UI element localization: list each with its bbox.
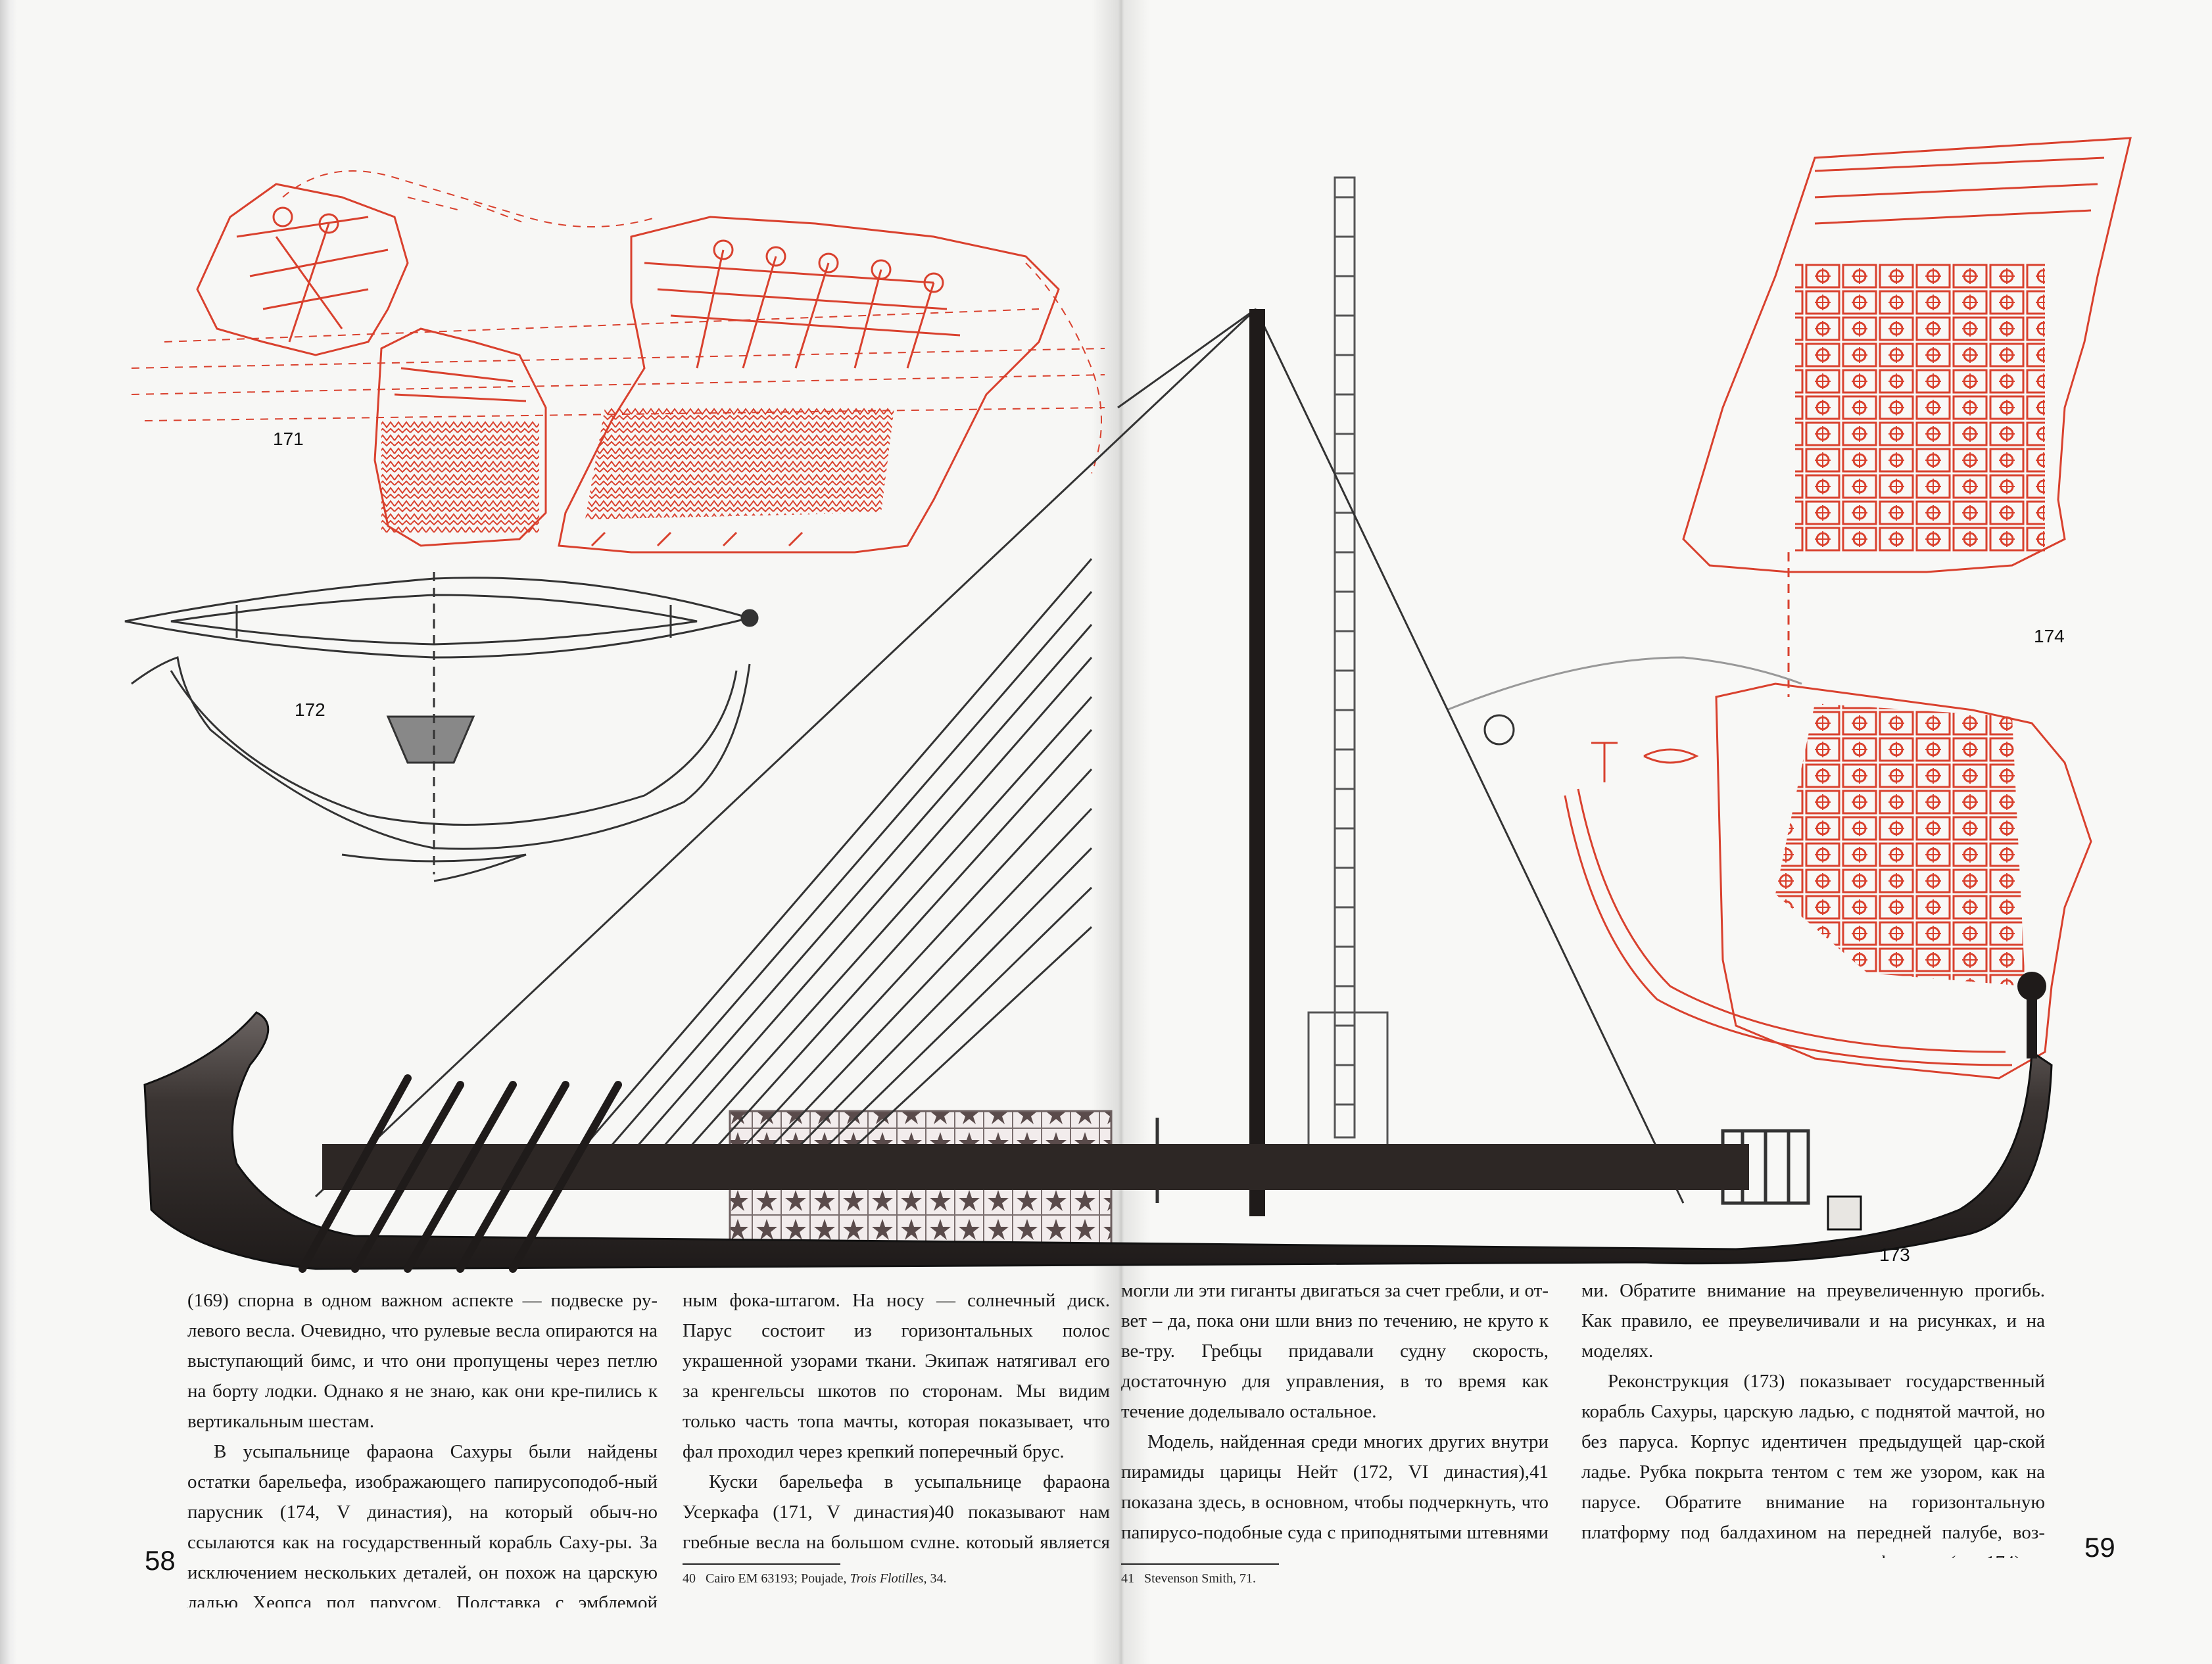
- paragraph: ным фока-штагом. На носу — солнечный дис…: [683, 1290, 1110, 1462]
- figure-label-174: 174: [2034, 626, 2065, 646]
- figure-label-171: 171: [273, 429, 304, 449]
- paragraph: (169) спорна в одном важном аспекте — по…: [187, 1290, 658, 1432]
- figure-171-relief: [196, 183, 1060, 554]
- figure-172-model: [124, 577, 759, 882]
- paragraph: Реконструкция (173) показывает государст…: [1581, 1371, 2045, 1558]
- footnote-italic: Trois Flotilles: [850, 1571, 924, 1586]
- footnote-41: 41 Stevenson Smith, 71.: [1121, 1571, 1256, 1586]
- paragraph: В усыпальнице фараона Сахуры были найден…: [187, 1441, 658, 1607]
- footnote-rule: [683, 1563, 840, 1565]
- figure-173-reconstruction: [143, 176, 2053, 1273]
- footnote-text: Stevenson Smith, 71.: [1144, 1571, 1257, 1586]
- left-page-column-2: ным фока-штагом. На носу — солнечный дис…: [683, 1285, 1110, 1548]
- footnote-text: Cairo EM 63193; Poujade,: [706, 1571, 850, 1586]
- page-number-right: 59: [2084, 1532, 2115, 1563]
- page-number-left: 58: [145, 1545, 176, 1576]
- figure-171-guides: [131, 170, 1105, 474]
- paragraph: могли ли эти гиганты двигаться за счет г…: [1121, 1280, 1549, 1422]
- left-page-column-1: (169) спорна в одном важном аспекте — по…: [187, 1285, 658, 1607]
- paragraph: Куски барельефа в усыпальнице фараона Ус…: [683, 1471, 1110, 1548]
- figure-174-relief: [1564, 137, 2132, 1080]
- figure-label-173: 173: [1879, 1245, 1910, 1265]
- footnote-rule: [1121, 1563, 1279, 1565]
- paragraph: ми. Обратите внимание на преувеличенную …: [1581, 1280, 2045, 1362]
- book-gutter: [1092, 0, 1151, 1664]
- footnote-end: , 34.: [923, 1571, 947, 1586]
- paragraph: Модель, найденная среди многих других вн…: [1121, 1431, 1549, 1543]
- footnote-40: 40 Cairo EM 63193; Poujade, Trois Flotil…: [683, 1571, 947, 1586]
- right-page-column-2: ми. Обратите внимание на преувеличенную …: [1581, 1275, 2045, 1558]
- page-edge: [0, 0, 17, 1664]
- figure-label-172: 172: [295, 700, 325, 720]
- footnote-number: 41: [1121, 1571, 1134, 1586]
- left-page: [0, 0, 17, 1664]
- footnote-number: 40: [683, 1571, 696, 1586]
- right-page-column-1: могли ли эти гиганты двигаться за счет г…: [1121, 1275, 1549, 1548]
